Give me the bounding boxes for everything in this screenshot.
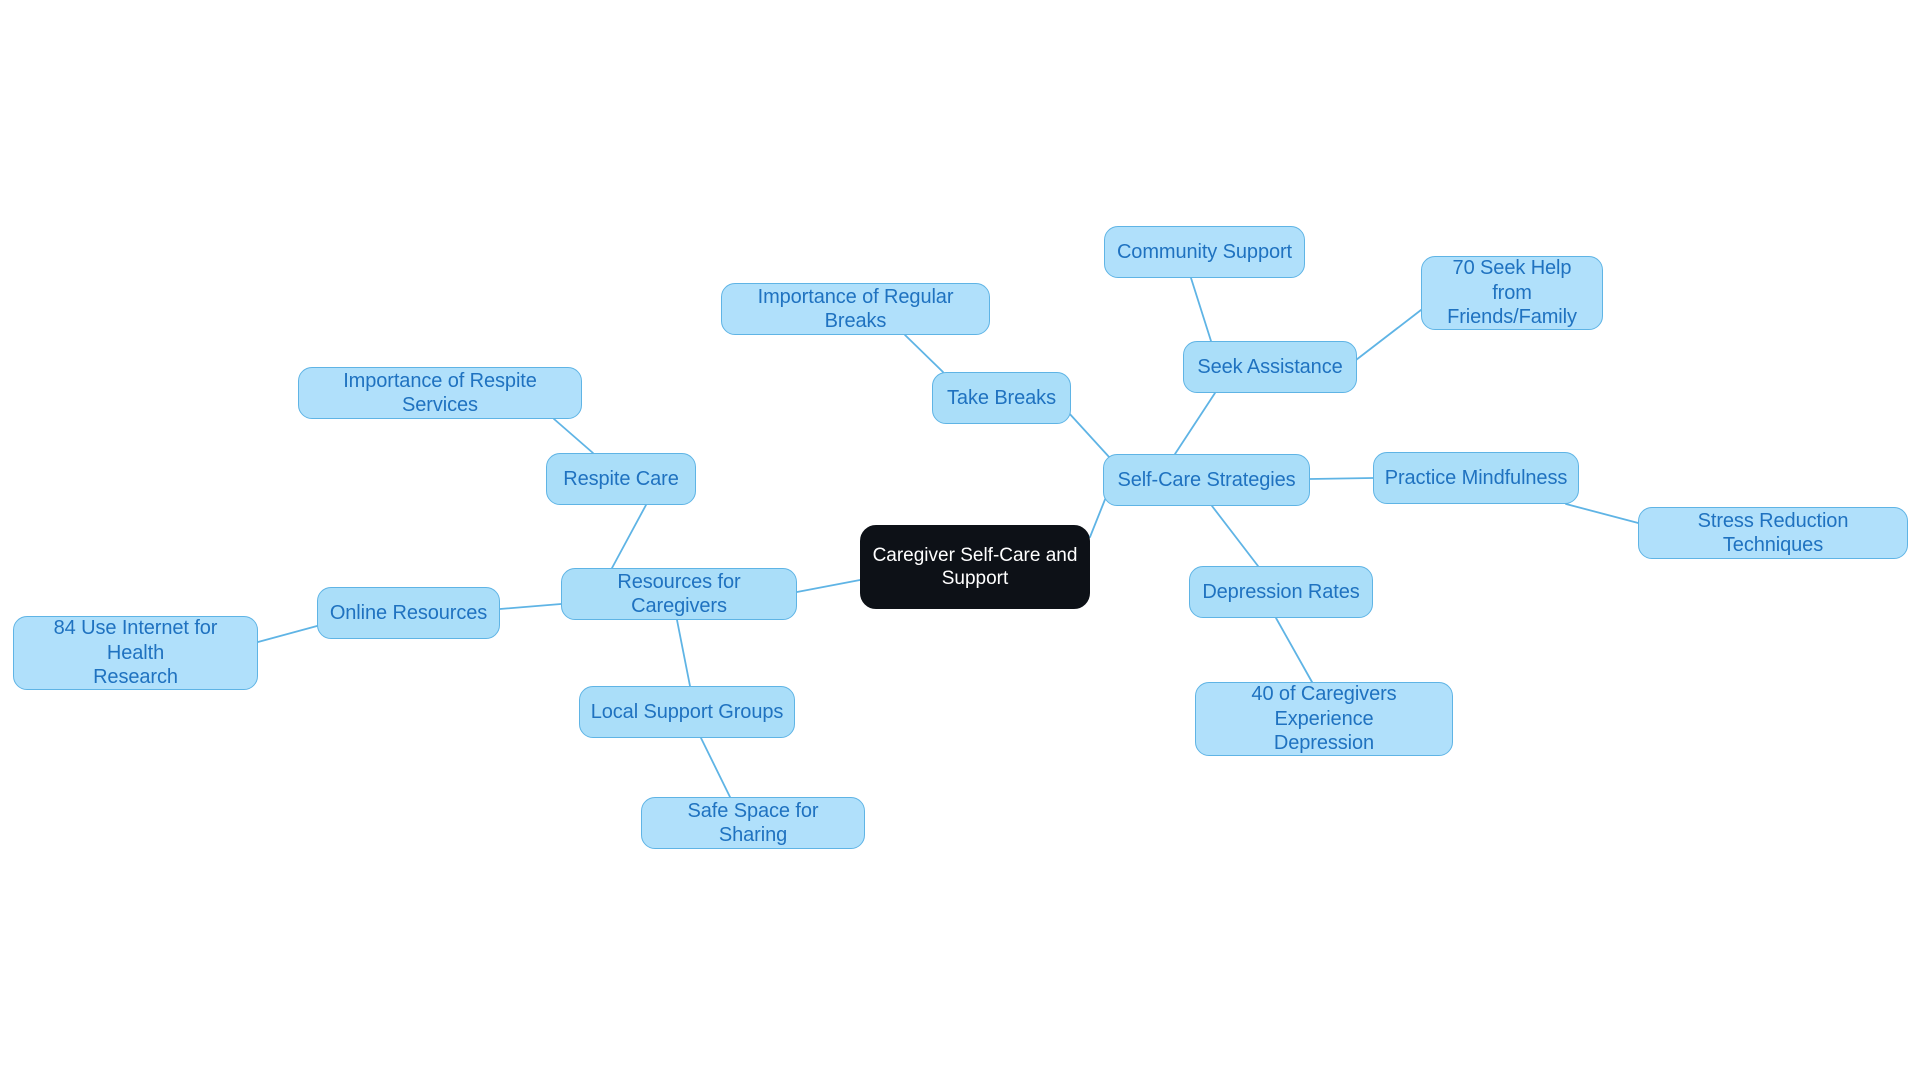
mindmap-node-community_support[interactable]: Community Support [1104,226,1305,278]
mindmap-node-take_breaks[interactable]: Take Breaks [932,372,1071,424]
mindmap-node-practice_mindfulness[interactable]: Practice Mindfulness [1373,452,1579,504]
mindmap-node-online_resources[interactable]: Online Resources [317,587,500,639]
mindmap-edge-seek_assistance-to-seek_help_stat [1355,309,1422,361]
mindmap-edge-resources_for_caregivers-to-local_support_groups [676,619,691,687]
mindmap-edge-self_care_strategies-to-take_breaks [1067,411,1111,459]
mindmap-node-label-resources_for_caregivers: Resources for Caregivers [617,570,741,617]
mindmap-node-label-self_care_strategies: Self-Care Strategies [1117,468,1296,491]
mindmap-node-respite_services[interactable]: Importance of Respite Services [298,367,582,419]
mindmap-node-stress_reduction[interactable]: Stress Reduction Techniques [1638,507,1908,559]
mindmap-edge-practice_mindfulness-to-stress_reduction [1565,503,1643,525]
mindmap-node-depression_rates[interactable]: Depression Rates [1189,566,1373,618]
mindmap-edge-online_resources-to-internet_health_stat [257,625,318,643]
mindmap-edge-respite_care-to-respite_services [553,418,594,454]
mindmap-node-label-seek_assistance: Seek Assistance [1197,355,1343,378]
mindmap-node-label-seek_help_stat: 70 Seek Help from Friends/Family [1447,257,1577,329]
mindmap-node-self_care_strategies[interactable]: Self-Care Strategies [1103,454,1310,506]
mindmap-node-seek_assistance[interactable]: Seek Assistance [1183,341,1357,393]
mindmap-node-label-safe_space: Safe Space for Sharing [687,799,819,846]
mindmap-node-label-local_support_groups: Local Support Groups [590,700,784,723]
mindmap-edge-self_care_strategies-to-seek_assistance [1174,392,1216,455]
mindmap-node-seek_help_stat[interactable]: 70 Seek Help from Friends/Family [1421,256,1603,330]
mindmap-node-label-stress_reduction: Stress Reduction Techniques [1697,509,1849,556]
mindmap-node-depression_stat[interactable]: 40 of Caregivers Experience Depression [1195,682,1453,756]
mindmap-node-label-take_breaks: Take Breaks [947,386,1056,409]
mindmap-node-label-online_resources: Online Resources [329,601,488,624]
mindmap-node-internet_health_stat[interactable]: 84 Use Internet for Health Research [13,616,258,690]
mindmap-node-label-regular_breaks: Importance of Regular Breaks [757,285,954,332]
mindmap-node-label-depression_stat: 40 of Caregivers Experience Depression [1251,683,1397,755]
mindmap-edge-resources_for_caregivers-to-online_resources [499,603,562,610]
mindmap-node-local_support_groups[interactable]: Local Support Groups [579,686,795,738]
mindmap-edge-self_care_strategies-to-depression_rates [1211,505,1259,567]
mindmap-edge-depression_rates-to-depression_stat [1275,617,1313,683]
mindmap-node-label-depression_rates: Depression Rates [1202,580,1360,603]
mindmap-edge-take_breaks-to-regular_breaks [904,334,944,373]
mindmap-node-regular_breaks[interactable]: Importance of Regular Breaks [721,283,990,335]
mindmap-node-label-internet_health_stat: 84 Use Internet for Health Research [53,617,218,689]
mindmap-node-resources_for_caregivers[interactable]: Resources for Caregivers [561,568,797,620]
mindmap-node-label-respite_services: Importance of Respite Services [343,369,537,416]
mindmap-node-safe_space[interactable]: Safe Space for Sharing [641,797,865,849]
mindmap-edge-resources_for_caregivers-to-respite_care [611,504,647,569]
mindmap-edge-self_care_strategies-to-practice_mindfulness [1309,477,1374,480]
mindmap-node-label-root: Caregiver Self-Care and Support [872,544,1078,589]
mindmap-edge-seek_assistance-to-community_support [1190,277,1212,342]
mindmap-node-label-respite_care: Respite Care [563,467,679,490]
mindmap-node-respite_care[interactable]: Respite Care [546,453,696,505]
mindmap-node-label-community_support: Community Support [1116,240,1293,263]
mindmap-node-label-practice_mindfulness: Practice Mindfulness [1384,466,1568,489]
mindmap-edge-root-to-resources_for_caregivers [796,579,861,593]
mindmap-node-root[interactable]: Caregiver Self-Care and Support [860,525,1090,609]
mindmap-edge-local_support_groups-to-safe_space [700,737,731,798]
